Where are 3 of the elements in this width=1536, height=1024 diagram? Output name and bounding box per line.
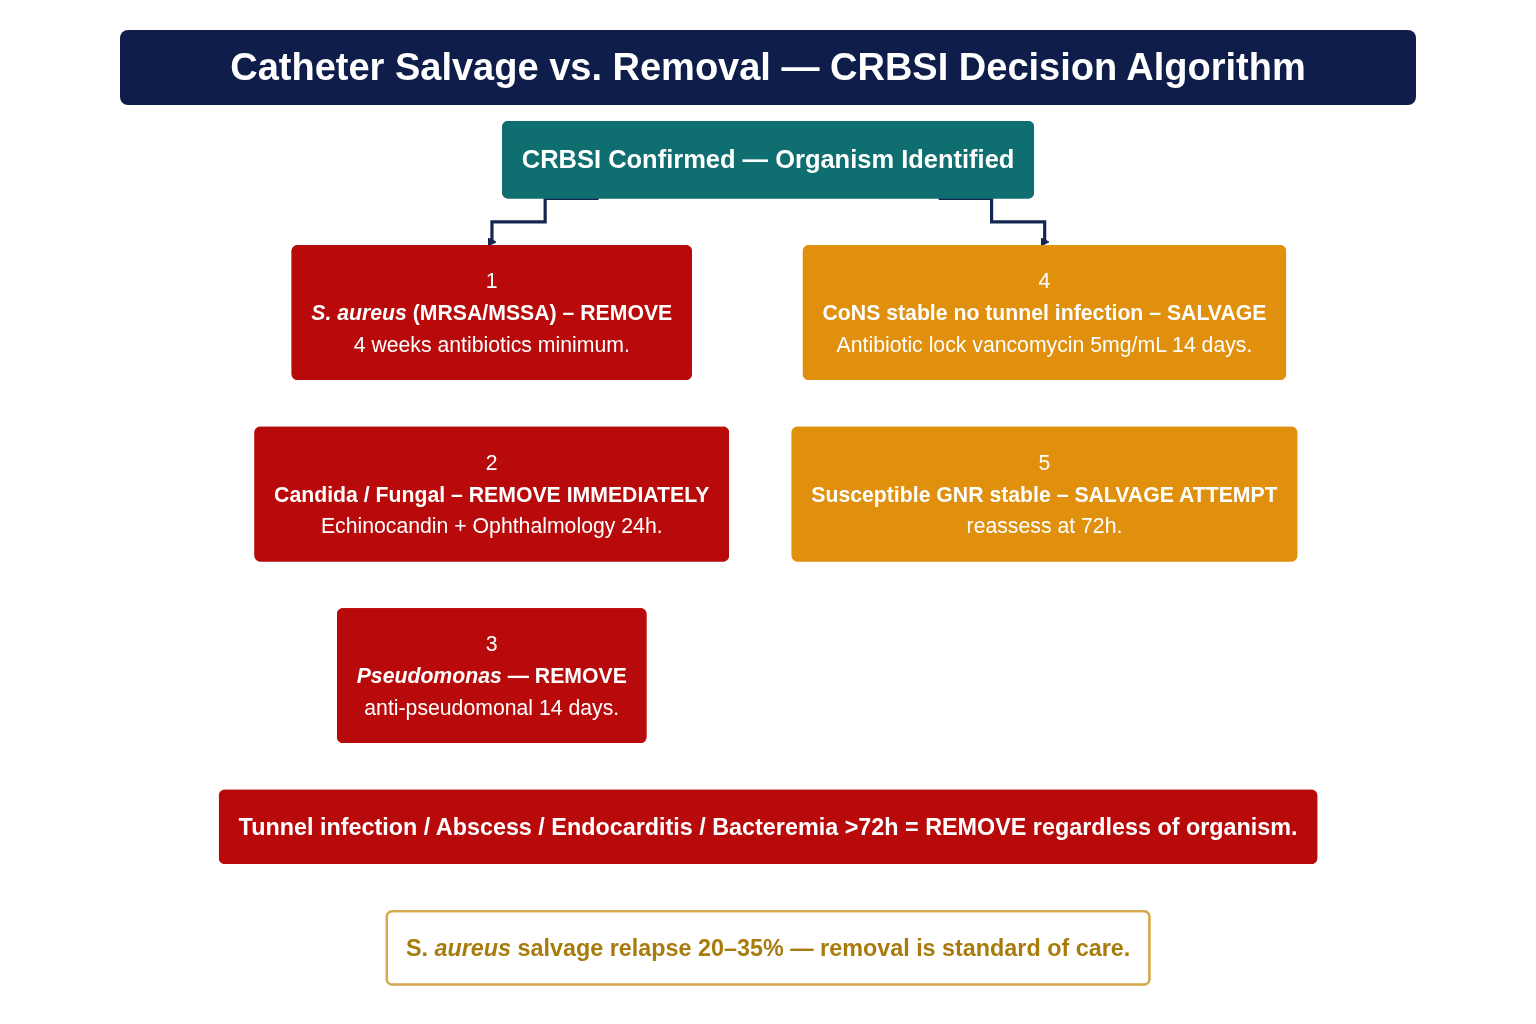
arrow <box>487 196 599 247</box>
title-banner: Catheter Salvage vs. Removal — CRBSI Decision Algorithm <box>120 30 1416 105</box>
arrow <box>938 196 1050 247</box>
